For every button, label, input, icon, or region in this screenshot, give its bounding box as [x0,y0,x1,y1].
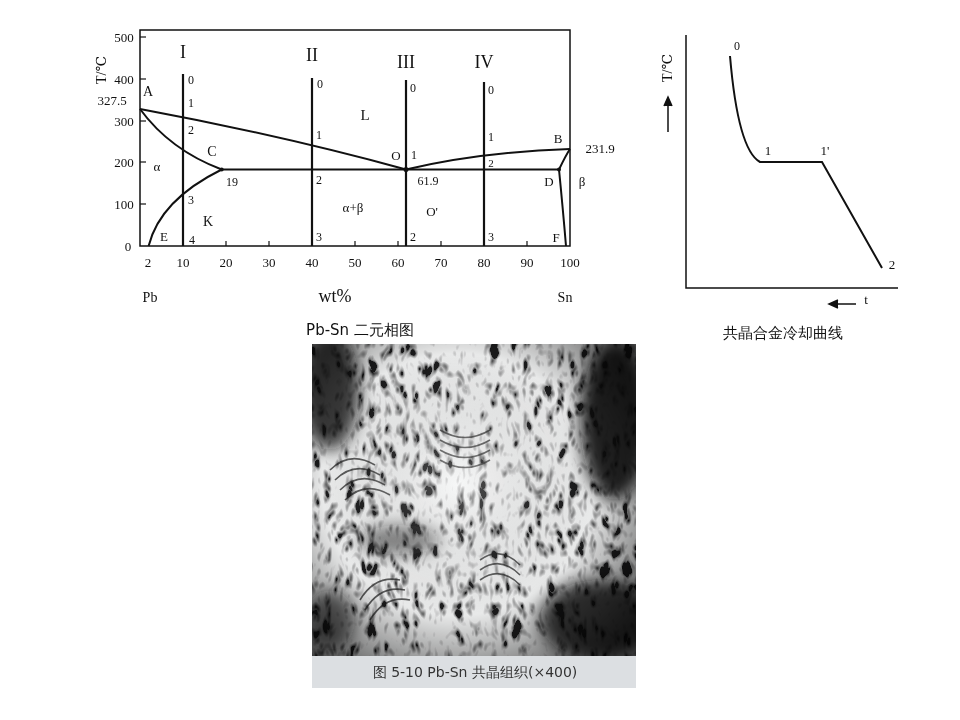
point-label: 1 [316,129,322,141]
alloy-lines [183,74,484,246]
tick-label: 100 [560,256,580,269]
point-label: O' [426,205,438,218]
composition-label: 19 [226,176,238,188]
tick-label: 70 [435,256,448,269]
point-label: 3 [488,231,494,243]
composition-label: 61.9 [418,175,439,187]
figure-caption: 图 5-10 Pb-Sn 共晶组织(×400) [373,665,578,679]
figure-title: Pb-Sn 二元相图 [306,323,414,338]
tick-label: 40 [306,256,319,269]
curve-point: 0 [734,40,740,52]
point-label: A [143,85,153,99]
element-label: Pb [143,291,158,305]
tick-label: 300 [114,115,134,128]
tick-label: 90 [521,256,534,269]
tick-label: 500 [114,31,134,44]
point-label: 2 [410,231,416,243]
cooling-curve [730,56,882,268]
point-label: C [207,145,216,159]
alloy-number: III [397,53,415,71]
element-label: Sn [558,291,573,305]
point-label: 0 [488,84,494,96]
curve-point: 2 [889,258,896,271]
phase-label: L [360,108,369,123]
axis-title: T/℃ [95,56,109,84]
point-label: 1 [488,131,494,143]
point-label: 1 [411,149,417,161]
axis-title: wt% [319,287,352,305]
plot-frame [140,30,570,246]
point-label: 3 [188,194,194,206]
phase-label: α [154,160,161,173]
tick-label: 80 [478,256,491,269]
point-label: 1 [188,97,194,109]
curve-point: 1 [765,144,772,157]
tick-label: 400 [114,73,134,86]
phase-label: β [579,175,586,188]
point-label: F [552,231,559,244]
point-label: 4 [189,234,195,246]
point-label: 3 [316,231,322,243]
point-label: 0 [317,78,323,90]
point-label: O [391,149,400,162]
tick-label: 60 [392,256,405,269]
phase-boundaries [140,109,570,246]
tick-label: 10 [177,256,190,269]
axis-ticks [140,37,527,246]
point-label: E [160,230,168,243]
point-label: 2 [188,124,194,136]
point-label: B [554,132,563,145]
cooling-curve-axes [664,35,898,308]
phase-label: α+β [343,201,364,214]
tick-label: 2 [145,256,152,269]
temperature-value: 231.9 [585,142,614,155]
axis-title: T/℃ [661,54,675,82]
tick-label: 20 [220,256,233,269]
alloy-number: I [180,43,186,61]
figure-title: 共晶合金冷却曲线 [723,326,843,341]
point-label: 0 [410,82,416,94]
point-label: 2 [488,157,494,168]
tick-label: 50 [349,256,362,269]
micrograph [312,344,636,656]
alloy-number: II [306,46,318,64]
curve-point: 1' [821,144,830,157]
alloy-number: IV [475,53,494,71]
tick-label: 0 [125,240,132,253]
temperature-value: 327.5 [97,94,126,107]
tick-label: 200 [114,156,134,169]
point-label: 0 [188,74,194,86]
point-label: 2 [316,174,322,186]
point-label: K [203,215,213,229]
tick-label: 100 [114,198,134,211]
point-label: D [544,175,553,188]
caption-band [312,656,636,688]
alloy-points [220,167,561,172]
tick-label: 30 [263,256,276,269]
axis-title: t [864,293,868,306]
